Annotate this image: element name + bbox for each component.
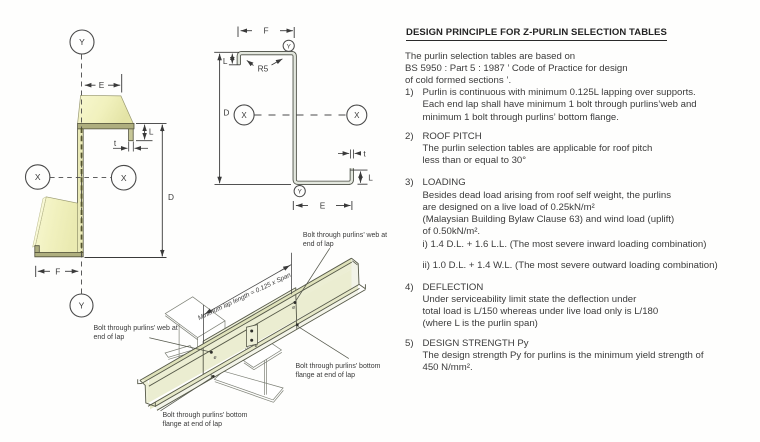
- svg-text:L: L: [149, 126, 154, 136]
- svg-text:L: L: [223, 56, 228, 66]
- svg-text:Y: Y: [287, 43, 292, 50]
- svg-text:D: D: [168, 192, 174, 202]
- svg-text:e: e: [292, 305, 295, 311]
- svg-text:X: X: [35, 172, 41, 182]
- svg-text:t: t: [114, 138, 117, 148]
- svg-text:Y: Y: [79, 301, 85, 311]
- svg-text:e: e: [214, 355, 217, 361]
- svg-text:L: L: [368, 173, 373, 183]
- svg-text:Y: Y: [79, 37, 85, 47]
- svg-text:E: E: [99, 80, 105, 90]
- svg-text:D: D: [223, 108, 229, 118]
- svg-text:F: F: [263, 26, 268, 36]
- svg-text:X: X: [354, 111, 360, 120]
- svg-text:R5: R5: [258, 64, 269, 74]
- svg-text:F: F: [55, 266, 60, 276]
- svg-text:e: e: [255, 343, 258, 349]
- svg-text:t: t: [363, 148, 366, 158]
- svg-text:X: X: [121, 173, 127, 183]
- svg-text:E: E: [320, 201, 326, 211]
- svg-text:Y: Y: [298, 189, 303, 196]
- svg-text:X: X: [241, 111, 247, 120]
